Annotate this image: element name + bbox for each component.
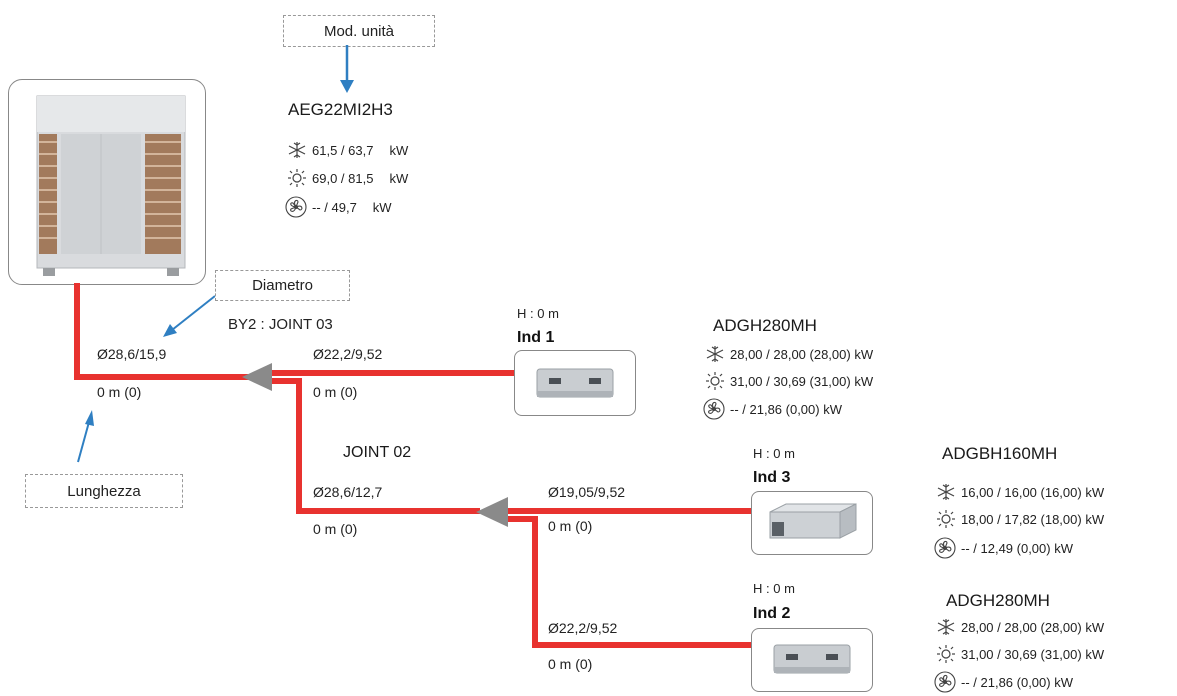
- ind2-model: ADGH280MH: [946, 591, 1050, 610]
- pipe-main-horizontal[interactable]: [74, 374, 250, 380]
- ind3-heat-row: 18,00 / 17,82 (18,00) kW: [935, 510, 1104, 528]
- outdoor-heat-value: 69,0 / 81,5: [312, 170, 374, 186]
- outdoor-cool-value: 61,5 / 63,7: [312, 142, 374, 158]
- ind2-name: Ind 2: [753, 605, 791, 622]
- outdoor-fan-unit: kW: [372, 199, 392, 215]
- outdoor-cool-row: 61,5 / 63,7 kW: [286, 141, 408, 159]
- outdoor-fan-row: -- / 49,7 kW: [284, 196, 392, 218]
- ind1-fan-row: -- / 21,86 (0,00) kW: [702, 398, 842, 420]
- ind3-heat-value: 18,00 / 17,82 (18,00) kW: [961, 511, 1105, 527]
- pipe-joint03-down[interactable]: [296, 378, 302, 514]
- sun-icon: [706, 372, 724, 390]
- joint03-label: BY2 : JOINT 03: [228, 316, 333, 333]
- model-callout-label: Mod. unità: [323, 22, 395, 40]
- ind1-heat-row: 31,00 / 30,69 (31,00) kW: [704, 372, 873, 390]
- ind2-heat-row: 31,00 / 30,69 (31,00) kW: [935, 645, 1104, 663]
- ind3-name: Ind 3: [753, 469, 791, 486]
- ind3-height: H : 0 m: [753, 446, 795, 461]
- joint02-upper-diameter: Ø19,05/9,52: [548, 484, 626, 500]
- snowflake-icon: [937, 619, 955, 635]
- ind1-name: Ind 1: [517, 329, 555, 346]
- arrow-length-icon: [77, 410, 94, 463]
- length-callout: Lunghezza: [25, 474, 183, 508]
- ind1-cool-value: 28,00 / 28,00 (28,00) kW: [730, 346, 874, 362]
- cassette-unit-icon: [536, 368, 614, 398]
- snowflake-icon: [288, 142, 306, 158]
- ind3-unit[interactable]: [751, 491, 873, 555]
- joint02-label: JOINT 02: [343, 444, 412, 461]
- pipe-joint02-down[interactable]: [532, 516, 538, 648]
- outdoor-unit[interactable]: [8, 79, 206, 285]
- ind1-fan-value: -- / 21,86 (0,00) kW: [730, 401, 842, 417]
- ind2-cool-value: 28,00 / 28,00 (28,00) kW: [961, 619, 1105, 635]
- joint03-pipe-diameter: Ø22,2/9,52: [313, 346, 383, 362]
- fan-icon: [934, 671, 956, 693]
- arrow-diameter-icon: [163, 295, 216, 337]
- snowflake-icon: [937, 484, 955, 500]
- cassette-unit-icon: [773, 644, 851, 674]
- joint03-pipe-length: 0 m (0): [313, 384, 358, 400]
- fan-icon: [285, 196, 307, 218]
- model-callout: Mod. unità: [283, 15, 435, 47]
- ind1-heat-value: 31,00 / 30,69 (31,00) kW: [730, 373, 874, 389]
- ind3-fan-row: -- / 12,49 (0,00) kW: [933, 537, 1073, 559]
- ind1-model: ADGH280MH: [713, 316, 817, 335]
- ind2-fan-value: -- / 21,86 (0,00) kW: [961, 674, 1073, 690]
- pipe-joint03-ind1-upper[interactable]: [268, 370, 516, 376]
- ind3-cool-row: 16,00 / 16,00 (16,00) kW: [935, 483, 1104, 501]
- joint02-in-diameter: Ø28,6/12,7: [313, 484, 383, 500]
- main-pipe-length: 0 m (0): [97, 384, 142, 400]
- ind1-height: H : 0 m: [517, 306, 559, 321]
- length-callout-label: Lunghezza: [67, 482, 141, 500]
- joint02-in-length: 0 m (0): [313, 521, 358, 537]
- ind2-height: H : 0 m: [753, 581, 795, 596]
- joint02-lower-diameter: Ø22,2/9,52: [548, 620, 618, 636]
- ind1-unit[interactable]: [514, 350, 636, 416]
- outdoor-unit-icon: [36, 95, 186, 276]
- sun-icon: [937, 645, 955, 663]
- joint02-upper-length: 0 m (0): [548, 518, 593, 534]
- pipe-outdoor-vertical[interactable]: [74, 283, 80, 380]
- sun-icon: [288, 169, 306, 187]
- duct-unit-icon: [769, 503, 857, 539]
- ind2-fan-row: -- / 21,86 (0,00) kW: [933, 671, 1073, 693]
- pipe-ind2[interactable]: [532, 642, 752, 648]
- sun-icon: [937, 510, 955, 528]
- pipe-joint02-in[interactable]: [296, 508, 480, 514]
- fan-icon: [934, 537, 956, 559]
- ind3-cool-value: 16,00 / 16,00 (16,00) kW: [961, 484, 1105, 500]
- ind3-fan-value: -- / 12,49 (0,00) kW: [961, 540, 1073, 556]
- ind2-cool-row: 28,00 / 28,00 (28,00) kW: [935, 618, 1104, 636]
- main-pipe-diameter: Ø28,6/15,9: [97, 346, 167, 362]
- outdoor-heat-unit: kW: [389, 170, 409, 186]
- snowflake-icon: [706, 346, 724, 362]
- pipe-joint03-ind1-lower[interactable]: [268, 378, 300, 384]
- outdoor-model: AEG22MI2H3: [288, 100, 393, 119]
- outdoor-cool-unit: kW: [389, 142, 409, 158]
- ind1-cool-row: 28,00 / 28,00 (28,00) kW: [704, 345, 873, 363]
- diameter-callout-label: Diametro: [252, 277, 313, 294]
- joint02-lower-length: 0 m (0): [548, 656, 593, 672]
- ind2-heat-value: 31,00 / 30,69 (31,00) kW: [961, 646, 1105, 662]
- outdoor-heat-row: 69,0 / 81,5 kW: [286, 169, 408, 187]
- arrow-down-icon: [340, 45, 354, 93]
- diameter-callout: Diametro: [215, 270, 350, 301]
- pipe-joint02-lower-h[interactable]: [500, 516, 538, 522]
- outdoor-fan-value: -- / 49,7: [312, 199, 357, 215]
- ind3-model: ADGBH160MH: [942, 444, 1058, 463]
- pipe-joint02-ind3[interactable]: [500, 508, 752, 514]
- ind2-unit[interactable]: [751, 628, 873, 692]
- fan-icon: [703, 398, 725, 420]
